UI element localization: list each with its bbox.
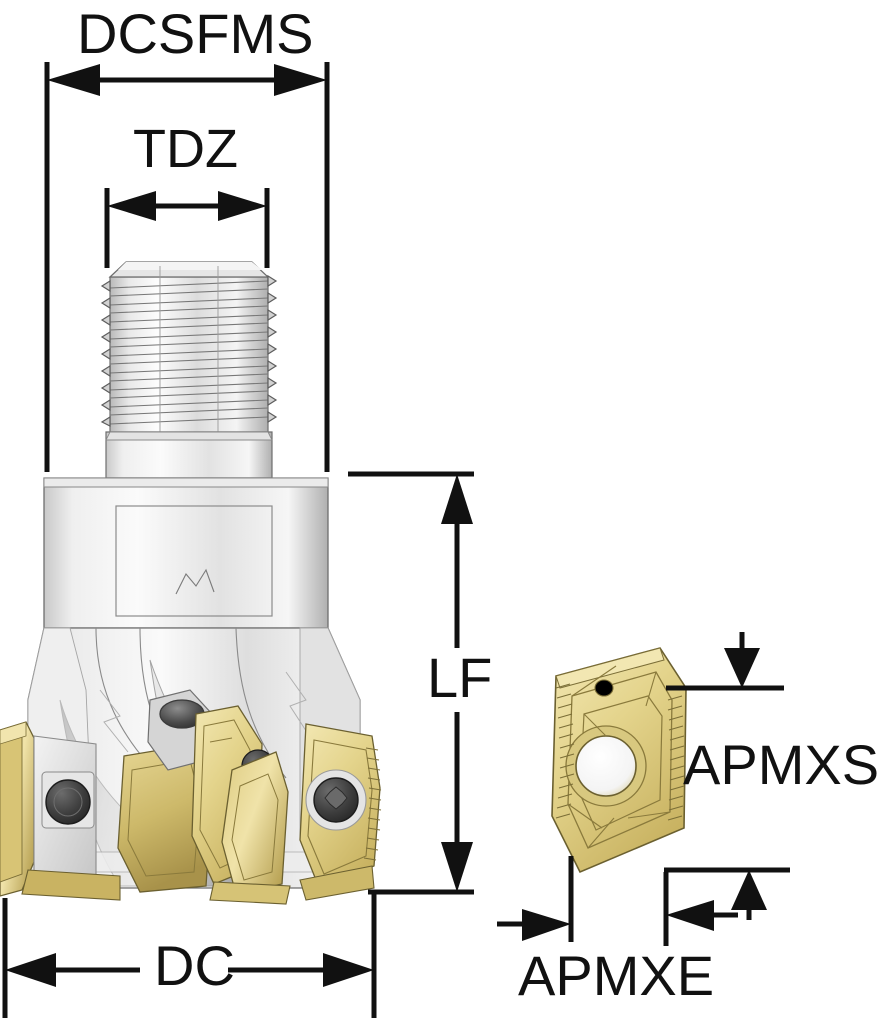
facet-mark-right <box>285 671 313 741</box>
dimension-apmxe <box>497 856 738 946</box>
dc-arrow-left <box>5 953 56 987</box>
insert-right-serrations <box>363 747 382 861</box>
cutting-edge-strip-center <box>209 881 291 905</box>
internal-point-geometry <box>175 568 215 595</box>
dcsfms-arrow-right <box>274 64 327 96</box>
insert-left <box>0 721 35 897</box>
insert-right-chipbreaker <box>307 739 373 875</box>
cutter-assembly-illustration <box>0 261 382 905</box>
label-apmxs: APMXS <box>683 733 880 796</box>
insert-left-face <box>0 735 23 883</box>
label-tdz: TDZ <box>133 119 238 179</box>
apmxs-arrow-bottom <box>731 870 767 910</box>
lf-arrow-bottom <box>441 842 473 892</box>
insert-middle-right <box>221 751 289 895</box>
label-dcsfms: DCSFMS <box>77 2 314 65</box>
insert-right <box>299 723 382 891</box>
dcsfms-arrow-left <box>47 64 100 96</box>
cutting-edge-strip-right <box>299 865 375 901</box>
dimension-tdz <box>104 188 270 268</box>
facet-mark-left <box>99 689 129 753</box>
apmxe-arrow-right <box>666 900 714 931</box>
shank-top-highlight <box>118 262 262 270</box>
detail-insert-serrations-left <box>555 683 575 819</box>
flange-top-edge <box>43 477 329 488</box>
thread-profile-edges <box>100 274 278 427</box>
insert-detail-view <box>551 647 687 874</box>
insert-middle-right-body <box>221 751 289 895</box>
apmxs-arrow-top <box>724 648 760 688</box>
tdz-arrow-right <box>218 191 267 221</box>
dc-arrow-right <box>323 953 374 987</box>
dimension-lf <box>348 471 474 895</box>
detail-insert-dimple <box>594 679 614 697</box>
detail-insert-top-land <box>555 647 665 689</box>
detail-insert-bore <box>575 735 637 797</box>
label-apmxe: APMXE <box>518 944 715 1007</box>
dimension-dcsfms <box>44 62 330 472</box>
clamp-screw-left <box>45 779 91 825</box>
label-dc: DC <box>154 934 235 997</box>
flange-cylinder <box>43 477 329 629</box>
cutter-inserts-group <box>0 689 382 905</box>
insert-middle-edge-line <box>209 737 233 743</box>
torx-socket-right <box>324 786 348 810</box>
label-lf: LF <box>427 646 493 709</box>
tdz-arrow-left <box>107 191 156 221</box>
clamp-screw-left-rim <box>53 787 83 817</box>
thread-helix-lines <box>109 280 269 425</box>
apmxe-arrow-left <box>522 909 571 941</box>
shank-neck-shoulder <box>105 431 273 441</box>
dimension-dc <box>2 890 377 1018</box>
lf-arrow-top <box>441 474 473 524</box>
internal-bore-outline <box>115 505 273 617</box>
dimension-apmxs <box>664 632 790 920</box>
detail-insert-serrations-right <box>667 695 685 821</box>
insert-middle-right-chipbreaker <box>231 773 279 881</box>
insert-pocket-left <box>33 735 97 881</box>
cutter-flange <box>43 477 329 629</box>
cutting-edge-strip-left <box>21 869 121 901</box>
threaded-shank <box>100 261 278 479</box>
detail-insert-facets <box>567 665 671 849</box>
insert-left-top-land <box>0 721 27 745</box>
